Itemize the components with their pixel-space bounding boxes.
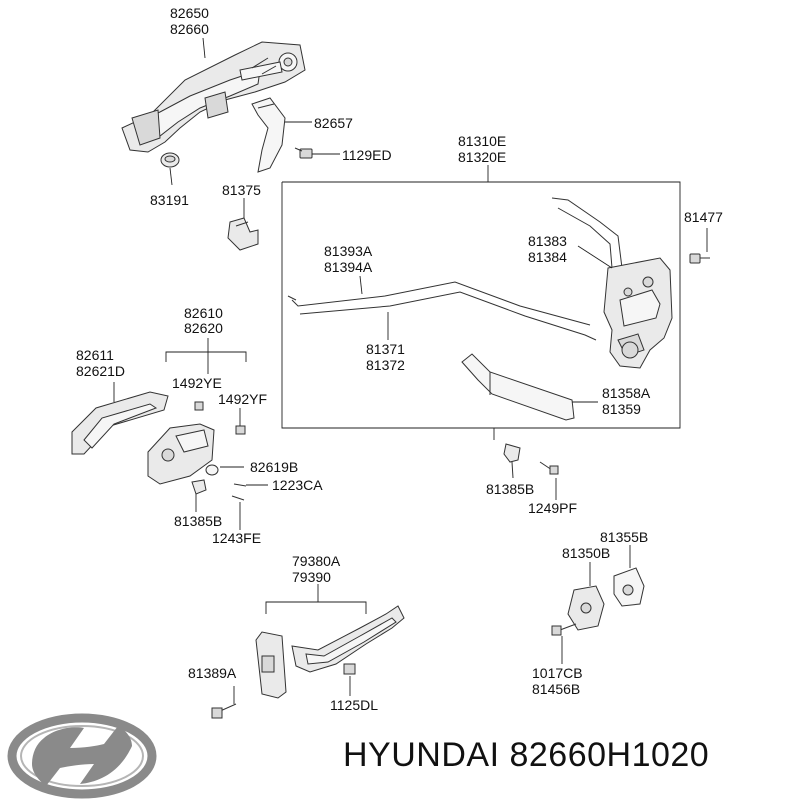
label-82621D: 82621D bbox=[76, 363, 125, 379]
label-82657: 82657 bbox=[314, 115, 353, 131]
hyundai-logo-icon bbox=[7, 713, 157, 799]
latch-actuator bbox=[551, 197, 673, 369]
label-81393A: 81393A bbox=[324, 243, 373, 259]
screw-1492YE bbox=[194, 401, 204, 411]
handle-cover-82657 bbox=[251, 97, 286, 173]
label-79390: 79390 bbox=[292, 569, 331, 585]
label-81375: 81375 bbox=[222, 182, 261, 198]
label-81385B-left: 81385B bbox=[174, 513, 222, 529]
brand-name: HYUNDAI bbox=[343, 736, 500, 774]
label-81371: 81371 bbox=[366, 341, 405, 357]
screw-1249PF bbox=[539, 461, 559, 475]
label-1243FE: 1243FE bbox=[212, 530, 261, 546]
label-82650: 82650 bbox=[170, 5, 209, 21]
outside-handle-assembly bbox=[121, 41, 306, 153]
bolt-81477 bbox=[689, 253, 710, 264]
label-1492YF: 1492YF bbox=[218, 391, 267, 407]
label-82660: 82660 bbox=[170, 21, 209, 37]
fastener-81385B-right bbox=[503, 443, 521, 479]
part-number: 82660H1020 bbox=[509, 736, 710, 774]
label-81359: 81359 bbox=[602, 401, 641, 417]
label-79380A: 79380A bbox=[292, 553, 341, 569]
label-1249PF: 1249PF bbox=[528, 500, 577, 516]
bolt-1129ED bbox=[294, 147, 313, 159]
label-1017CB: 1017CB bbox=[532, 665, 583, 681]
rod-81393A bbox=[287, 281, 597, 341]
label-1129ED: 1129ED bbox=[342, 147, 392, 163]
label-1125DL: 1125DL bbox=[330, 697, 378, 713]
label-81383: 81383 bbox=[528, 233, 567, 249]
grommet-83191 bbox=[160, 152, 180, 168]
label-81389A: 81389A bbox=[188, 665, 237, 681]
screw-1243FE bbox=[231, 495, 245, 501]
latch-group-box bbox=[281, 165, 681, 429]
bracket-81358A bbox=[461, 353, 575, 421]
label-1492YE: 1492YE bbox=[172, 375, 222, 391]
label-82620: 82620 bbox=[184, 320, 223, 336]
door-checker-79380A bbox=[255, 605, 405, 699]
inside-handle-housing-82610 bbox=[147, 423, 215, 485]
bolt-1017CB bbox=[551, 623, 577, 636]
bolt-81389A bbox=[211, 703, 237, 719]
clip-81375 bbox=[227, 217, 259, 251]
label-81477: 81477 bbox=[684, 209, 723, 225]
label-82611: 82611 bbox=[76, 347, 114, 363]
brand-part-number-caption: HYUNDAI 82660H1020 bbox=[343, 736, 709, 775]
label-81358A: 81358A bbox=[602, 385, 651, 401]
label-1223CA: 1223CA bbox=[272, 477, 323, 493]
shim-81355B bbox=[613, 567, 645, 607]
label-83191: 83191 bbox=[150, 192, 189, 208]
label-81384: 81384 bbox=[528, 249, 567, 265]
label-81355B: 81355B bbox=[600, 529, 648, 545]
screw-1223CA bbox=[233, 483, 247, 487]
part-labels: 82650 82660 82657 1129ED 83191 81375 813… bbox=[76, 5, 723, 713]
inside-handle-bracket-lines bbox=[165, 338, 247, 374]
label-81350B: 81350B bbox=[562, 545, 610, 561]
label-81385B-right: 81385B bbox=[486, 481, 534, 497]
label-82610: 82610 bbox=[184, 305, 223, 321]
label-81320E: 81320E bbox=[458, 149, 506, 165]
label-81310E: 81310E bbox=[458, 133, 506, 149]
nut-1125DL bbox=[343, 663, 356, 675]
screw-1492YF bbox=[235, 425, 246, 435]
striker-81350B bbox=[567, 585, 605, 631]
label-81456B: 81456B bbox=[532, 681, 580, 697]
washer-82619B bbox=[205, 464, 219, 476]
inside-handle-82611 bbox=[71, 391, 169, 455]
label-82619B: 82619B bbox=[250, 459, 298, 475]
fastener-81385B-left bbox=[191, 479, 207, 495]
label-81394A: 81394A bbox=[324, 259, 373, 275]
label-81372: 81372 bbox=[366, 357, 405, 373]
